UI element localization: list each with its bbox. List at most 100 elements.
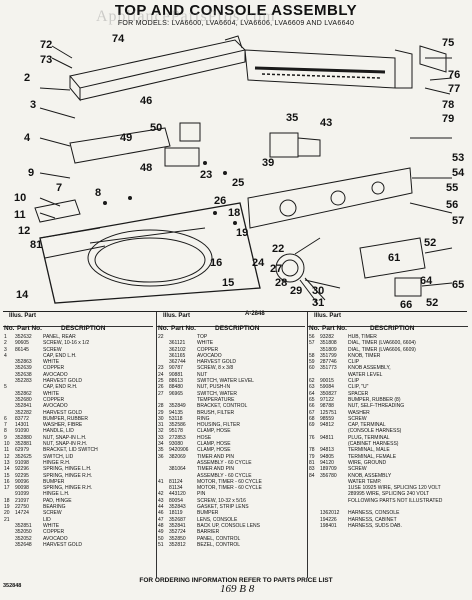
illus-number: 41 xyxy=(158,478,164,485)
page-title: TOP AND CONSOLE ASSEMBLY xyxy=(114,2,358,19)
part-number: 351808 xyxy=(320,340,337,347)
illus-number: 32 xyxy=(158,428,164,435)
callout: 53 xyxy=(452,152,465,164)
part-description: BUMPER, RUBBER (8) xyxy=(348,396,401,403)
part-number: 90787 xyxy=(169,365,183,372)
part-description: (CONSOLE HARNESS) xyxy=(348,428,402,435)
part-number: 97122 xyxy=(320,396,334,403)
illus-part-heading: Illus. Part xyxy=(314,313,342,319)
part-description: AVOCADO xyxy=(197,352,222,359)
part-description: COPPER xyxy=(43,529,65,536)
part-description: CLAMP, HOSE xyxy=(197,447,231,454)
part-description: COPPER xyxy=(43,365,65,372)
callout: 65 xyxy=(452,279,465,291)
part-number: 125751 xyxy=(320,409,337,416)
part-description: HARNESS, SUDS DAB. xyxy=(348,522,402,529)
table-row: ASSEMBLY - 60 CYCLE xyxy=(157,473,305,479)
part-number: 18119 xyxy=(169,510,183,517)
part-description: SPRING, HINGE R.H. xyxy=(43,472,93,479)
illus-number: 50 xyxy=(158,535,164,542)
part-description: LID xyxy=(43,516,51,523)
part-description: 289995 WIRE, SPLICING 240 VOLT xyxy=(348,491,430,498)
illus-number: 13 xyxy=(4,459,10,466)
callout: 23 xyxy=(200,169,213,181)
part-number: 352841 xyxy=(15,403,32,410)
part-description: HANDLE, LID xyxy=(43,428,74,435)
part-number: 350827 xyxy=(320,390,337,397)
part-description: WHITE xyxy=(43,522,60,529)
header-part: Part No. xyxy=(171,325,196,332)
header-description: DESCRIPTION xyxy=(215,325,260,332)
part-number: 272853 xyxy=(169,434,186,441)
callout: 46 xyxy=(140,95,153,107)
part-description: WATER TEMP. xyxy=(348,478,382,485)
part-number: 90015 xyxy=(320,378,334,385)
part-description: TEMPERATURE xyxy=(197,396,235,403)
part-number: 352881 xyxy=(15,441,32,448)
part-number: 352850 xyxy=(169,535,186,542)
illus-number: 36 xyxy=(158,453,164,460)
part-number: 90098 xyxy=(15,485,29,492)
illus-number: 12 xyxy=(4,453,10,460)
part-number: 94805 xyxy=(320,453,334,460)
part-description: AVOCADO xyxy=(43,371,68,378)
part-number: 88613 xyxy=(169,378,183,385)
header-description: DESCRIPTION xyxy=(61,325,106,332)
part-description: SWITCH, WATER xyxy=(197,390,237,397)
illus-number: 17 xyxy=(4,485,10,492)
callout: 25 xyxy=(232,177,245,189)
illus-number: 67 xyxy=(309,409,315,416)
part-description: HINGE R.H. xyxy=(43,459,71,466)
page-subtitle: FOR MODELS: LVA6600, LVA6604, LVA6606, L… xyxy=(117,20,355,27)
document-code: 352848 xyxy=(3,583,22,589)
callout: 4 xyxy=(24,132,31,144)
part-number: 86145 xyxy=(15,346,29,353)
illus-number: 11 xyxy=(4,447,10,454)
callout: 3 xyxy=(30,99,37,111)
callout: 12 xyxy=(18,225,31,237)
handwritten-note: 169 B 8 xyxy=(220,583,255,595)
callout: 74 xyxy=(112,33,125,45)
illus-number: 22 xyxy=(158,334,164,340)
illus-number: 59 xyxy=(309,359,315,366)
part-number: 81124 xyxy=(169,478,183,485)
part-number: 88480 xyxy=(169,384,183,391)
part-description: WATER LEVEL xyxy=(348,371,383,378)
table-row: 289995 WIRE, SPLICING 240 VOLT xyxy=(308,491,468,497)
part-number: 21097 xyxy=(15,497,29,504)
part-description: KNOB, ASSEMBLY xyxy=(348,472,392,479)
part-number: 352851 xyxy=(15,522,32,529)
part-number: 59084 xyxy=(320,384,334,391)
part-number: 352648 xyxy=(15,541,32,548)
illus-number: 63 xyxy=(309,384,315,391)
illus-number: 35 xyxy=(158,447,164,454)
part-number: 81134 xyxy=(169,485,183,492)
